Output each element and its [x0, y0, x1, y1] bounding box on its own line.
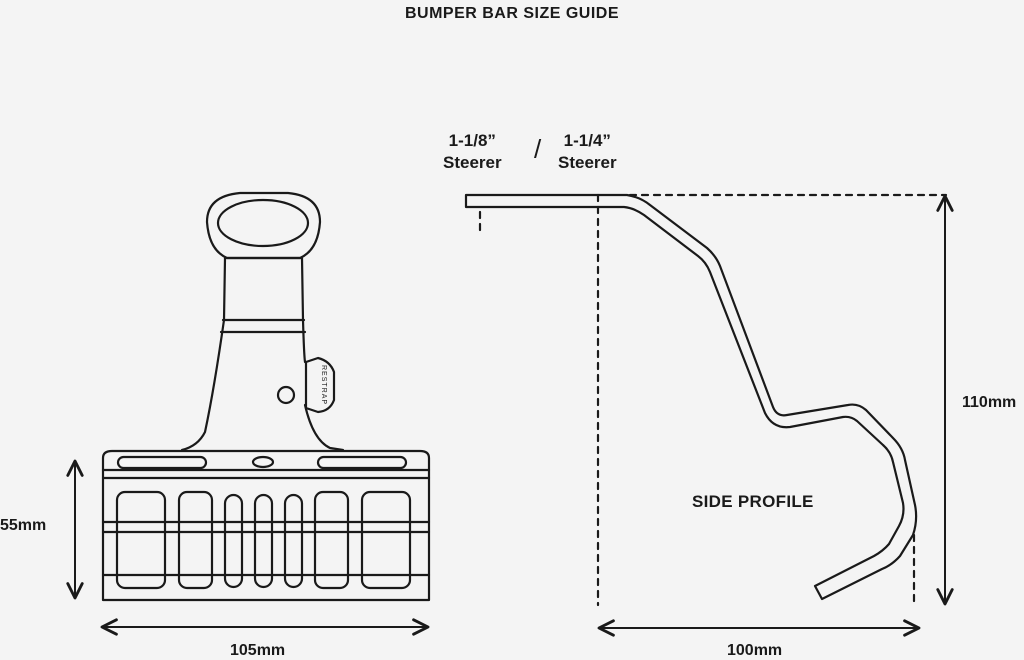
front-window-4 [360, 490, 412, 590]
restrap-tag [304, 356, 336, 414]
front-window-2 [177, 490, 214, 590]
front-top-ring [205, 191, 322, 260]
steerer-separator: / [534, 134, 542, 164]
front-narrow-slot-2 [253, 493, 274, 589]
side-view [464, 193, 954, 637]
front-clamp-body [101, 449, 431, 602]
side-profile-outline [464, 193, 918, 601]
front-bolt-hole [276, 385, 296, 405]
front-ring-hole [216, 198, 310, 248]
front-narrow-slot-1 [223, 493, 244, 589]
steerer-option-a-label: Steerer [443, 153, 502, 173]
dimension-height-front: 55mm [0, 517, 47, 534]
dimension-width-front: 105mm [230, 642, 286, 659]
front-slot-right [316, 455, 408, 470]
steerer-option-b-size: 1-1/4” [563, 131, 611, 150]
diagram-title: BUMPER BAR SIZE GUIDE [404, 5, 620, 22]
side-profile-label: SIDE PROFILE [692, 492, 814, 511]
front-window-3 [313, 490, 350, 590]
front-center-hole [251, 455, 275, 469]
front-neck-left [180, 256, 227, 452]
restrap-logo-text: RESTRAP [320, 365, 327, 405]
dimension-height-side: 110mm [962, 394, 1017, 411]
front-neck-right [300, 256, 307, 364]
steerer-option-a-size: 1-1/8” [448, 131, 496, 150]
steerer-option-b: 1-1/4” Steerer [558, 130, 617, 174]
front-window-1 [115, 490, 167, 590]
dimension-depth-side: 100mm [727, 642, 783, 659]
steerer-option-a: 1-1/8” Steerer [443, 130, 502, 174]
front-narrow-slot-3 [283, 493, 304, 589]
steerer-option-b-label: Steerer [558, 153, 617, 173]
front-slot-left [116, 455, 208, 470]
front-view: RESTRAP [66, 191, 431, 636]
